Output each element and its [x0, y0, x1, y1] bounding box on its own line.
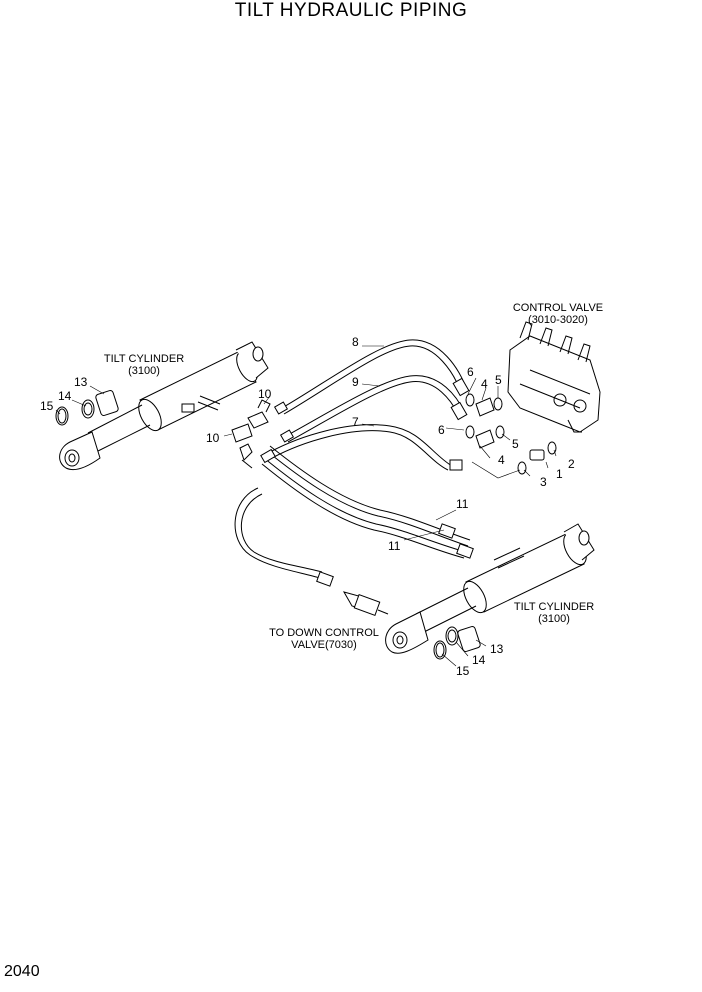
callout-8: 8 — [352, 335, 359, 349]
callout-11: 11 — [388, 539, 401, 553]
hose-down-control — [234, 487, 323, 579]
callout-15: 15 — [456, 664, 470, 678]
left-small-parts — [55, 390, 119, 426]
label-down-control: TO DOWN CONTROL — [269, 627, 379, 639]
label-tilt-cylinder-left: TILT CYLINDER — [104, 353, 184, 365]
callout-7: 7 — [352, 415, 359, 429]
callout-13: 13 — [74, 375, 88, 389]
page-title: TILT HYDRAULIC PIPING — [234, 0, 468, 21]
right-tilt-cylinder — [385, 523, 595, 654]
control-valve — [507, 321, 601, 433]
label-control-valve: CONTROL VALVE — [513, 302, 603, 314]
callout-4: 4 — [498, 453, 505, 467]
leader-lines — [55, 345, 557, 667]
hose-11 — [261, 445, 471, 559]
tee-fittings — [231, 399, 271, 469]
callout-1: 1 — [556, 467, 563, 481]
hose-8 — [281, 339, 467, 415]
hose-7 — [269, 424, 453, 471]
callout-14: 14 — [472, 653, 486, 667]
callout-6: 6 — [467, 365, 474, 379]
callout-3: 3 — [540, 475, 547, 489]
callout-9: 9 — [352, 375, 359, 389]
page-number: 2040 — [4, 963, 40, 980]
callout-5: 5 — [512, 437, 519, 451]
hose-9 — [285, 375, 465, 443]
text-labels: CONTROL VALVE (3010-3020) TILT CYLINDER … — [40, 302, 603, 678]
label-tilt-cylinder-left-ref: (3100) — [128, 365, 160, 377]
valve-fittings — [465, 393, 557, 475]
callout-4: 4 — [481, 377, 488, 391]
label-control-valve-ref: (3010-3020) — [528, 314, 588, 326]
callout-6: 6 — [438, 423, 445, 437]
label-tilt-cylinder-right-ref: (3100) — [538, 613, 570, 625]
label-down-control-valve: VALVE(7030) — [291, 639, 357, 651]
callout-13: 13 — [490, 642, 504, 656]
callout-5: 5 — [495, 373, 502, 387]
callout-11: 11 — [456, 497, 469, 511]
callout-15: 15 — [40, 399, 54, 413]
callout-10: 10 — [258, 387, 272, 401]
label-tilt-cylinder-right: TILT CYLINDER — [514, 601, 594, 613]
down-control-valve — [342, 591, 389, 616]
callout-2: 2 — [568, 457, 575, 471]
callout-10: 10 — [206, 431, 220, 445]
hose-fittings — [260, 377, 474, 587]
left-tilt-cylinder — [59, 341, 269, 471]
callout-14: 14 — [58, 389, 72, 403]
